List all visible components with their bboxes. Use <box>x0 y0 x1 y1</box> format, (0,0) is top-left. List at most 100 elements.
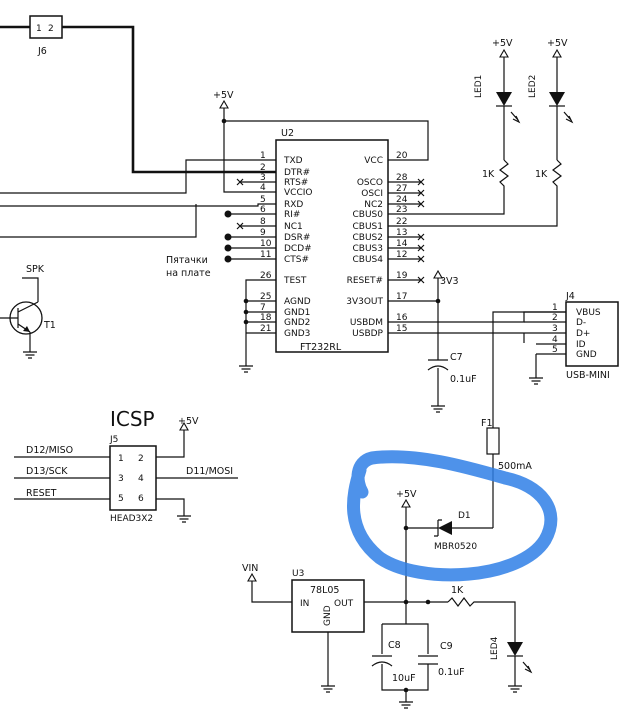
u2-pin-number: 23 <box>396 205 407 215</box>
c9-ref: C9 <box>440 641 453 652</box>
r-led1-value: 1K <box>482 169 495 180</box>
net-d11-mosi: D11/MOSI <box>186 466 233 477</box>
u2-pin-name: TEST <box>283 276 307 286</box>
d1-value: MBR0520 <box>434 542 477 552</box>
u2-pin-number: 16 <box>396 313 408 323</box>
u2-pin-number: 5 <box>260 195 266 205</box>
led1-ref: LED1 <box>474 75 484 98</box>
u2-pin-name: AGND <box>284 297 311 307</box>
u2-pin-name: CTS# <box>284 255 309 265</box>
u2-pin-name: NC1 <box>284 222 303 232</box>
net-d13-sck: D13/SCK <box>26 466 68 477</box>
u2-pin-number: 9 <box>260 228 266 238</box>
u2-pin-name: USBDM <box>350 318 383 328</box>
u2-pin-number: 4 <box>260 183 266 193</box>
j5-pin-3: 3 <box>118 474 124 484</box>
j6-pin-2: 2 <box>48 24 54 34</box>
u3-pin-gnd: GND <box>323 605 333 626</box>
u2-pin-number: 11 <box>260 250 271 260</box>
icsp-title: ICSP <box>110 407 155 431</box>
u2-pin-name: CBUS3 <box>353 244 384 254</box>
j4-value: USB-MINI <box>566 370 610 381</box>
u2-pin-number: 7 <box>260 303 266 313</box>
u2-pin-number: 22 <box>396 217 407 227</box>
header-j5: J5 1 2 3 4 5 6 HEAD3X2 <box>109 435 157 524</box>
vin-label: VIN <box>242 563 258 574</box>
u2-pin-name: TXD <box>283 156 303 166</box>
u2-pin-number: 25 <box>260 292 271 302</box>
j4-pin-name: D+ <box>576 329 590 339</box>
u2-pin-name: DCD# <box>284 244 312 254</box>
u2-pin-name: DTR# <box>284 168 310 178</box>
u2-pin-name: RTS# <box>284 178 308 188</box>
c9-value: 0.1uF <box>438 667 465 678</box>
net-d12-miso: D12/MISO <box>26 445 73 456</box>
c8-ref: C8 <box>388 640 401 651</box>
d1-ref: D1 <box>458 511 471 521</box>
u2-pin-name: OSCO <box>357 178 383 188</box>
c7-value: 0.1uF <box>450 374 477 385</box>
u2-pin-name: GND1 <box>284 308 310 318</box>
t1-ref: T1 <box>43 320 56 331</box>
j4-pin-name: ID <box>576 340 586 350</box>
u2-pin-number: 15 <box>396 324 407 334</box>
pads-label-line2: на плате <box>166 268 211 279</box>
u2-pin-number: 24 <box>396 195 408 205</box>
u2-pin-number: 27 <box>396 184 407 194</box>
u2-pin-name: 3V3OUT <box>346 297 383 307</box>
u2-pin-number: 12 <box>396 250 407 260</box>
j4-pin-name: VBUS <box>576 308 601 318</box>
u2-pin-number: 28 <box>396 173 408 183</box>
highlight-annotation <box>347 450 558 582</box>
u2-pin-number: 1 <box>260 151 266 161</box>
u2-pin-number: 17 <box>396 292 407 302</box>
u2-ref: U2 <box>281 128 294 139</box>
u2-pin-name: USBDP <box>352 329 383 339</box>
u2-pin-number: 3 <box>260 173 266 183</box>
u2-pin-number: 6 <box>260 205 266 215</box>
j5-ref: J5 <box>109 435 118 445</box>
led1-plus5v-label: +5V <box>492 38 513 49</box>
f1-ref: F1 <box>481 418 493 429</box>
u3-pin-out: OUT <box>334 599 354 609</box>
j6-ref: J6 <box>37 46 47 57</box>
u2-pin-number: 13 <box>396 228 407 238</box>
u2-pin-name: CBUS1 <box>353 222 384 232</box>
c8-value: 10uF <box>392 673 416 684</box>
j5-value: HEAD3X2 <box>110 514 153 524</box>
r-led2-value: 1K <box>535 169 548 180</box>
u2-pin-number: 20 <box>396 151 408 161</box>
c7-ref: C7 <box>450 352 463 363</box>
u2-pin-name: DSR# <box>284 233 310 243</box>
u2-pin-number: 8 <box>260 217 266 227</box>
u2-pin-name: VCCIO <box>284 188 312 198</box>
f1-value: 500mA <box>498 461 532 472</box>
j4-ref: J4 <box>565 291 575 302</box>
j5-pin-2: 2 <box>138 454 144 464</box>
u2-pin-number: 26 <box>260 271 272 281</box>
u2-pin-name: VCC <box>364 156 383 166</box>
j5-pin-4: 4 <box>138 474 144 484</box>
led2-ref: LED2 <box>528 75 538 98</box>
u2-pin-number: 19 <box>396 271 408 281</box>
u2-pin-name: CBUS4 <box>353 255 384 265</box>
j5-pin-6: 6 <box>138 494 144 504</box>
u2-pin-name: CBUS0 <box>353 210 384 220</box>
r-led4-value: 1K <box>451 585 464 596</box>
pads-label-line1: Пятачки <box>166 255 208 266</box>
u2-pin-name: RESET# <box>347 276 383 286</box>
u2-pin-number: 2 <box>260 163 266 173</box>
u2-plus5v-label: +5V <box>213 90 234 101</box>
u3-pin-in: IN <box>300 599 309 609</box>
v3v3-label: 3V3 <box>440 276 459 287</box>
net-reset: RESET <box>26 488 57 499</box>
u2-pin-number: 21 <box>260 324 271 334</box>
u2-pin-name: RI# <box>284 210 300 220</box>
regulator-u3: U3 78L05 IN OUT GND <box>291 569 365 633</box>
d1-plus5v-label: +5V <box>396 489 417 500</box>
u2-pin-number: 14 <box>396 239 408 249</box>
j6-pin-1: 1 <box>36 24 42 34</box>
